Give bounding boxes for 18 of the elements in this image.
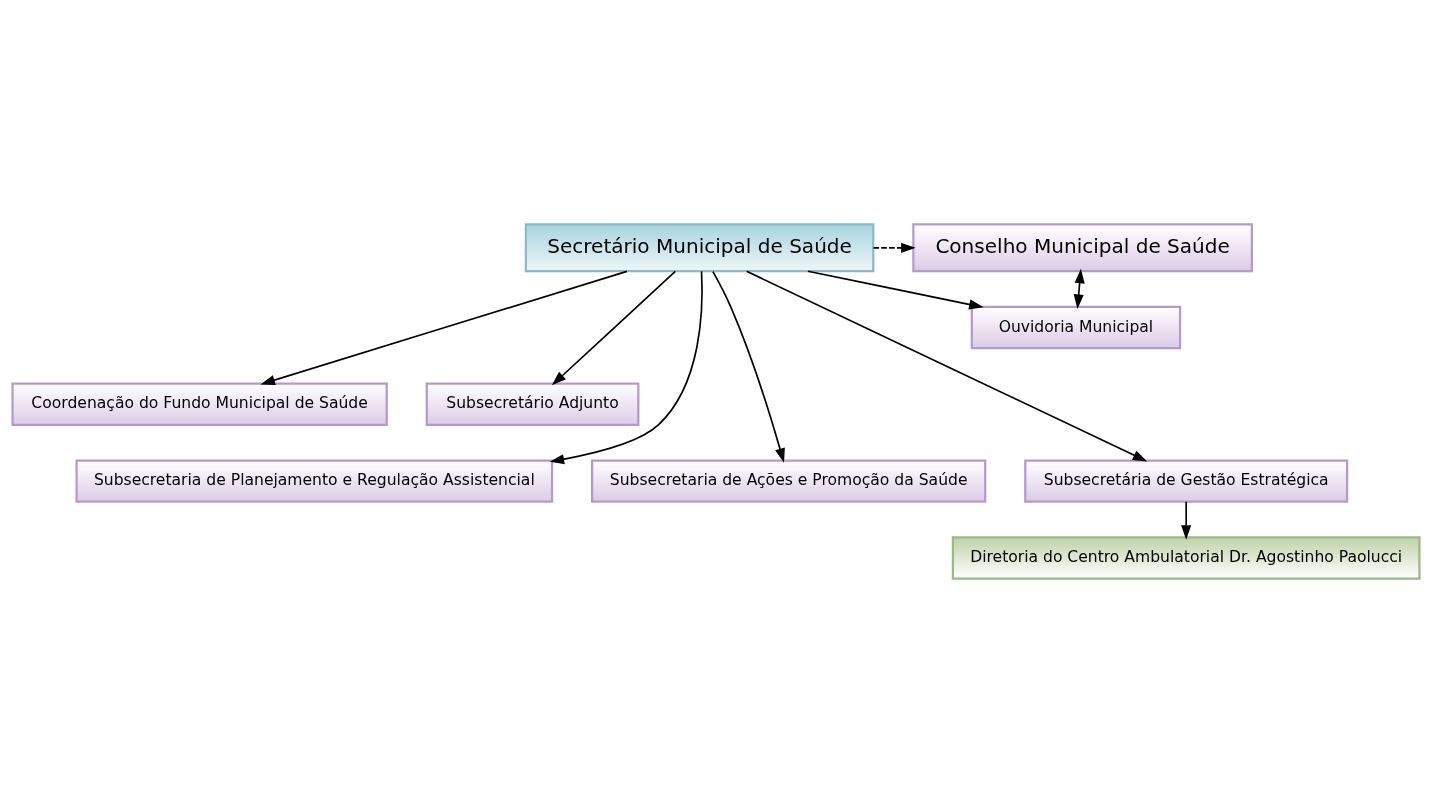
arrow — [549, 270, 703, 464]
arrow — [1073, 268, 1085, 309]
node-box: Coordenação do Fundo Municipal de Saúde — [11, 382, 388, 426]
node-box: Subsecretário Adjunto — [425, 382, 640, 426]
node-box: Subsecretaria de Ações e Promoção da Saúde — [591, 458, 987, 503]
arrow — [1181, 500, 1192, 540]
node-box: Secretário Municipal de Saúde — [524, 222, 875, 272]
arrow — [551, 270, 677, 385]
arrow — [807, 269, 984, 309]
arrow — [712, 270, 785, 463]
node-box: Conselho Municipal de Saúde — [912, 222, 1253, 272]
arrow — [872, 242, 916, 253]
node-box: Diretoria do Centro Ambulatorial Dr. Agostinho Paolucci — [951, 535, 1421, 580]
arrow — [745, 269, 1148, 462]
node-box: Ouvidoria Municipal — [970, 305, 1182, 349]
node-box: Subsecretaria de Planejamento e Regulação Assistencial — [75, 458, 554, 503]
node-box: Subsecretária de Gestão Estratégica — [1024, 458, 1349, 503]
arrow — [260, 270, 628, 385]
